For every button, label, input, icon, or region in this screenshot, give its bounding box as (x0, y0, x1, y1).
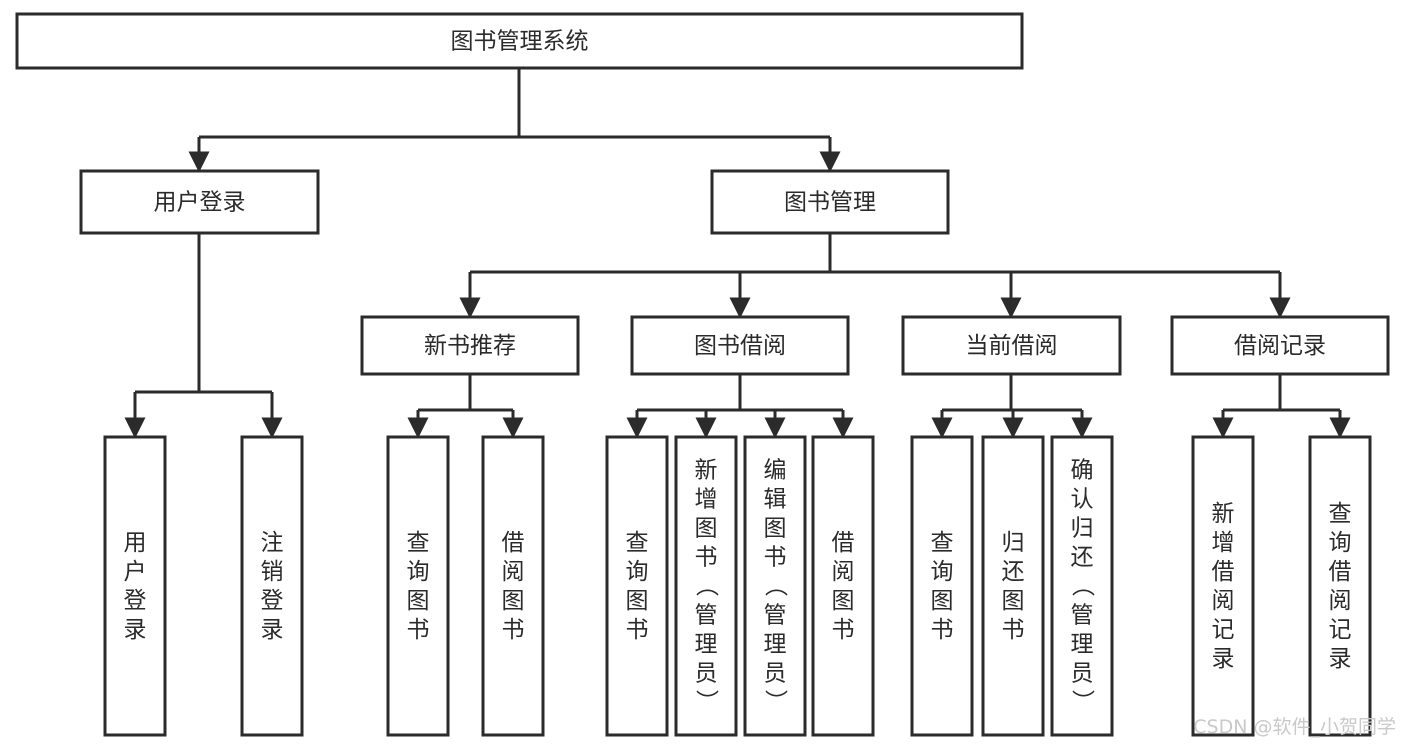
leaf-node-label: 用户登录 (124, 530, 147, 643)
leaf-node-box[interactable] (674, 435, 738, 737)
leaf-node-box[interactable] (386, 435, 450, 737)
level3-node-box[interactable] (1170, 315, 1390, 376)
leaf-node-label: 借阅图书 (832, 530, 855, 643)
root-node-图书管理系统[interactable]: 图书管理系统 (15, 12, 1024, 70)
root-node-label: 图书管理系统 (451, 29, 589, 55)
leaf-node-box[interactable] (910, 435, 974, 737)
leaf-node-box[interactable] (743, 435, 807, 737)
leaf-node-label: 编辑图书（管理员） (764, 458, 789, 716)
leaf-node-box[interactable] (103, 435, 167, 737)
management-connector (459, 233, 1291, 319)
borrow-connector (626, 374, 854, 439)
level2-node-box[interactable] (79, 169, 320, 235)
leaf-node-查询图书[interactable]: 查询图书 (910, 435, 974, 737)
level3-node-借阅记录[interactable]: 借阅记录 (1170, 315, 1390, 376)
leaf-node-编辑图书管理员[interactable]: 编辑图书（管理员） (743, 435, 807, 737)
level2-node-label: 图书管理 (784, 190, 876, 216)
newbook-connector (407, 374, 524, 439)
leaf-node-用户登录[interactable]: 用户登录 (103, 435, 167, 737)
level3-node-label: 当前借阅 (966, 333, 1058, 359)
leaf-node-借阅图书[interactable]: 借阅图书 (481, 435, 545, 737)
level3-node-box[interactable] (901, 315, 1122, 376)
current-connector (931, 374, 1093, 439)
connector-layer (124, 68, 1351, 439)
leaf-node-新增借阅记录[interactable]: 新增借阅记录 (1191, 435, 1255, 737)
node-layer: 图书管理系统用户登录图书管理新书推荐图书借阅当前借阅借阅记录用户登录注销登录查询… (15, 12, 1390, 737)
leaf-node-label: 归还图书 (1002, 530, 1025, 643)
leaf-node-label: 新增图书（管理员） (695, 458, 720, 716)
leaf-node-box[interactable] (1050, 435, 1114, 737)
root-connector (188, 68, 841, 173)
leaf-node-确认归还管理员[interactable]: 确认归还（管理员） (1050, 435, 1114, 737)
leaf-node-label: 查询图书 (931, 530, 954, 643)
root-node-box[interactable] (15, 12, 1024, 70)
leaf-node-box[interactable] (1308, 435, 1372, 737)
login-connector (124, 233, 283, 439)
leaf-node-查询图书[interactable]: 查询图书 (386, 435, 450, 737)
leaf-node-查询借阅记录[interactable]: 查询借阅记录 (1308, 435, 1372, 737)
leaf-node-box[interactable] (1191, 435, 1255, 737)
leaf-node-label: 查询借阅记录 (1329, 501, 1352, 672)
leaf-node-box[interactable] (240, 435, 304, 737)
level2-node-box[interactable] (710, 169, 950, 235)
record-connector (1212, 374, 1351, 439)
level3-node-box[interactable] (360, 315, 580, 376)
leaf-node-label: 新增借阅记录 (1212, 501, 1235, 672)
level3-node-新书推荐[interactable]: 新书推荐 (360, 315, 580, 376)
level3-node-label: 新书推荐 (424, 333, 516, 359)
leaf-node-归还图书[interactable]: 归还图书 (981, 435, 1045, 737)
level2-node-图书管理[interactable]: 图书管理 (710, 169, 950, 235)
leaf-node-注销登录[interactable]: 注销登录 (240, 435, 304, 737)
csdn-watermark: CSDN @软件_小贺同学 (1193, 716, 1396, 738)
leaf-node-label: 借阅图书 (502, 530, 525, 643)
level2-node-label: 用户登录 (154, 190, 246, 216)
leaf-node-label: 确认归还（管理员） (1071, 458, 1096, 716)
leaf-node-新增图书管理员[interactable]: 新增图书（管理员） (674, 435, 738, 737)
leaf-node-box[interactable] (481, 435, 545, 737)
leaf-node-查询图书[interactable]: 查询图书 (605, 435, 669, 737)
leaf-node-label: 注销登录 (261, 530, 284, 643)
leaf-node-借阅图书[interactable]: 借阅图书 (811, 435, 875, 737)
level2-node-用户登录[interactable]: 用户登录 (79, 169, 320, 235)
leaf-node-label: 查询图书 (407, 530, 430, 643)
level3-node-当前借阅[interactable]: 当前借阅 (901, 315, 1122, 376)
level3-node-label: 借阅记录 (1234, 333, 1326, 359)
leaf-node-box[interactable] (605, 435, 669, 737)
level3-node-label: 图书借阅 (694, 333, 786, 359)
level3-node-图书借阅[interactable]: 图书借阅 (630, 315, 850, 376)
leaf-node-box[interactable] (981, 435, 1045, 737)
leaf-node-label: 查询图书 (626, 530, 649, 643)
leaf-node-box[interactable] (811, 435, 875, 737)
level3-node-box[interactable] (630, 315, 850, 376)
